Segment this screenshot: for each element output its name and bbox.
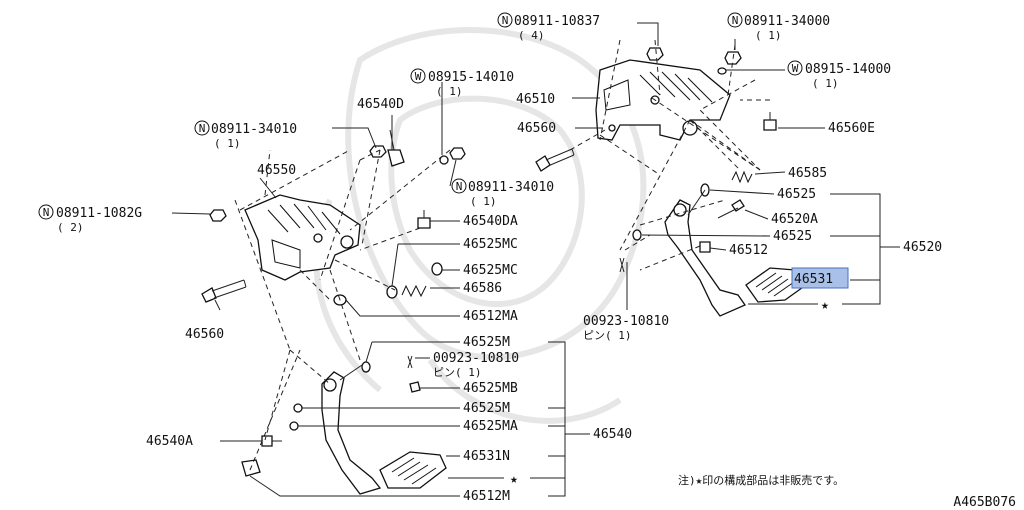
highlight-46531	[791, 267, 849, 289]
part-number-label: 08911-10837	[514, 14, 600, 29]
label-pin-left-qty: ピン( 1)	[433, 366, 482, 379]
callout-08911-34010-mid[interactable]: N 08911-34010 ( 1)	[451, 178, 554, 208]
label-46525mc-2[interactable]: 46525MC	[463, 263, 518, 278]
label-46560-left[interactable]: 46560	[185, 327, 224, 342]
label-46560-top[interactable]: 46560	[517, 121, 556, 136]
circle-n-glyph: N	[732, 14, 739, 27]
label-46525-b[interactable]: 46525	[773, 229, 812, 244]
quantity-label: ( 1)	[436, 85, 463, 98]
footnote-not-for-sale: 注)★印の構成部品は非販売です。	[678, 473, 844, 487]
label-46525m-top[interactable]: 46525M	[463, 335, 510, 350]
label-46510[interactable]: 46510	[516, 92, 555, 107]
label-46540da[interactable]: 46540DA	[463, 214, 518, 229]
circle-w-glyph: W	[415, 70, 422, 83]
label-pin-right-qty: ピン( 1)	[583, 329, 632, 342]
callout-08915-14000[interactable]: W 08915-14000 ( 1)	[787, 60, 891, 90]
callout-08911-10837[interactable]: N 08911-10837 ( 4)	[497, 12, 600, 42]
label-46512[interactable]: 46512	[729, 243, 768, 258]
label-46520a[interactable]: 46520A	[771, 212, 818, 227]
part-number-label: 08911-34010	[468, 180, 554, 195]
label-46525mc-1[interactable]: 46525MC	[463, 237, 518, 252]
label-46512m[interactable]: 46512M	[463, 489, 510, 504]
callout-08911-1082g[interactable]: N 08911-1082G ( 2)	[38, 204, 142, 234]
label-46525-a[interactable]: 46525	[777, 187, 816, 202]
star-marker-left: ★	[510, 472, 518, 487]
left-clutch-assembly	[201, 129, 466, 495]
quantity-label: ( 1)	[214, 137, 241, 150]
circle-n-glyph: N	[456, 180, 463, 193]
part-number-label: 08911-34000	[744, 14, 830, 29]
circle-n-glyph: N	[199, 122, 206, 135]
label-46540d[interactable]: 46540D	[357, 97, 404, 112]
quantity-label: ( 1)	[755, 29, 782, 42]
label-46512ma[interactable]: 46512MA	[463, 309, 518, 324]
label-46560e[interactable]: 46560E	[828, 121, 875, 136]
quantity-label: ( 1)	[470, 195, 497, 208]
star-marker-right: ★	[821, 298, 829, 313]
label-pin-left[interactable]: 00923-10810	[433, 351, 519, 366]
label-46520[interactable]: 46520	[903, 240, 942, 255]
part-number-label: 08915-14000	[805, 62, 891, 77]
figure-id: A465B076	[953, 495, 1016, 510]
label-46525ma[interactable]: 46525MA	[463, 419, 518, 434]
circle-n-glyph: N	[43, 206, 50, 219]
label-46586[interactable]: 46586	[463, 281, 502, 296]
label-46531n[interactable]: 46531N	[463, 449, 510, 464]
callout-labels: N 08911-10837 ( 4) N 08911-34000 ( 1) W …	[38, 12, 1016, 510]
quantity-label: ( 4)	[518, 29, 545, 42]
callout-08911-34010-left[interactable]: N 08911-34010 ( 1)	[194, 120, 297, 150]
quantity-label: ( 1)	[812, 77, 839, 90]
part-number-label: 08915-14010	[428, 70, 514, 85]
leader-lines	[171, 22, 900, 497]
part-number-label: 08911-34010	[211, 122, 297, 137]
label-46540[interactable]: 46540	[593, 427, 632, 442]
label-46540a[interactable]: 46540A	[146, 434, 193, 449]
circle-n-glyph: N	[502, 14, 509, 27]
label-46585[interactable]: 46585	[788, 166, 827, 181]
upper-right-assembly	[535, 39, 807, 317]
quantity-label: ( 2)	[57, 221, 84, 234]
callout-08915-14010[interactable]: W 08915-14010 ( 1)	[410, 68, 514, 98]
part-number-label: 08911-1082G	[56, 206, 142, 221]
label-46525m-mid[interactable]: 46525M	[463, 401, 510, 416]
label-46531[interactable]: 46531	[794, 272, 833, 287]
callout-08911-34000[interactable]: N 08911-34000 ( 1)	[727, 12, 830, 42]
label-46525mb[interactable]: 46525MB	[463, 381, 518, 396]
label-pin-right[interactable]: 00923-10810	[583, 314, 669, 329]
label-46550[interactable]: 46550	[257, 163, 296, 178]
circle-w-glyph: W	[792, 62, 799, 75]
